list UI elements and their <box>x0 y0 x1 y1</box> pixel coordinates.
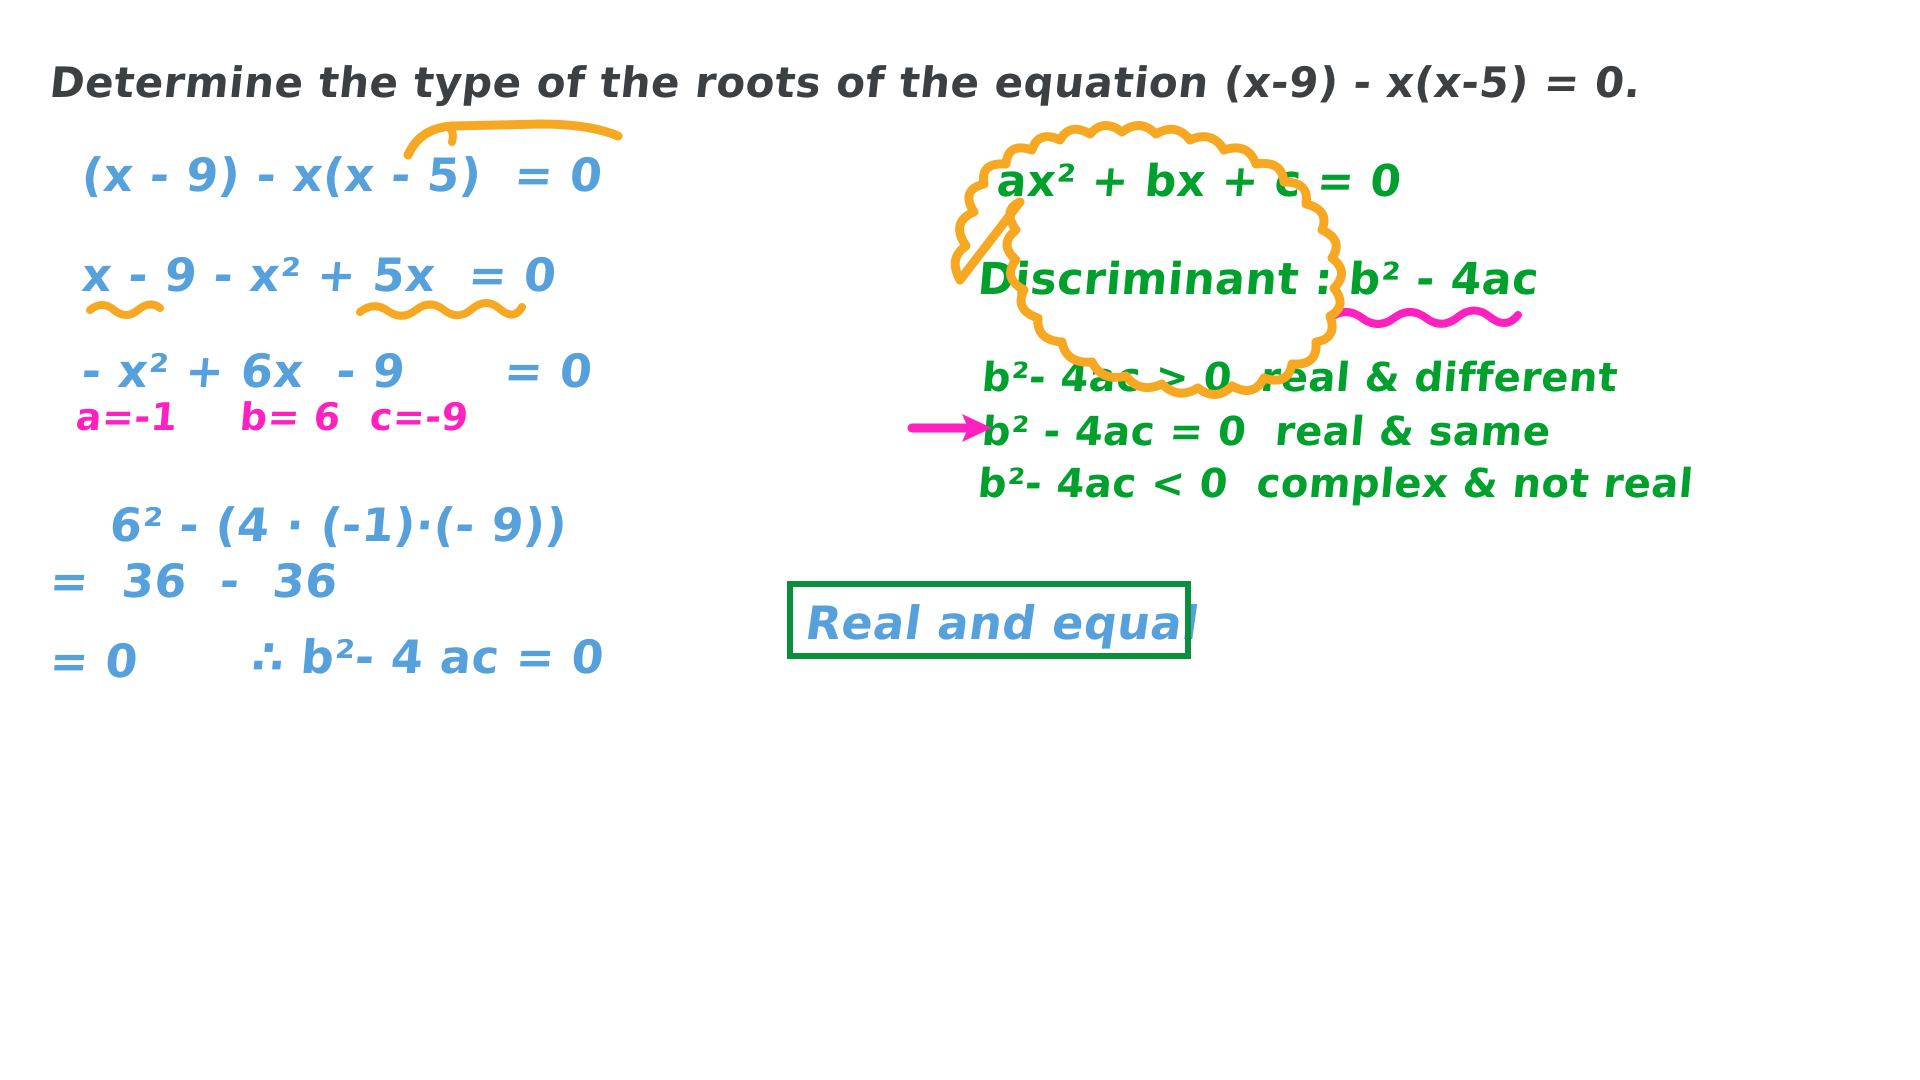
orange-squiggle-under-x <box>86 300 164 319</box>
work-line-1: (x - 9) - x(x - 5) = 0 <box>79 148 605 202</box>
discriminant-conclusion: ∴ b²- 4 ac = 0 <box>249 630 607 684</box>
orange-squiggle-under-5x <box>356 299 526 320</box>
discriminant-result: = 0 <box>47 634 141 688</box>
final-answer-text: Real and equal <box>802 596 1203 650</box>
discriminant-condition-zero: b² - 4ac = 0 real & same <box>979 409 1553 455</box>
orange-arc-tick <box>444 122 457 146</box>
coefficient-a-label: a=-1 <box>74 395 180 439</box>
pink-squiggle-under-discriminant <box>1326 306 1522 328</box>
general-quadratic-form: ax² + bx + c = 0 <box>994 156 1404 207</box>
discriminant-arithmetic: = 36 - 36 <box>47 554 341 608</box>
discriminant-definition: Discriminant : b² - 4ac <box>975 254 1542 305</box>
page-title: Determine the type of the roots of the e… <box>47 58 1644 107</box>
coefficient-b-label: b= 6 <box>238 395 343 439</box>
discriminant-condition-positive: b²- 4ac > 0 real & different <box>979 355 1620 401</box>
work-line-3: - x² + 6x - 9 = 0 <box>79 344 595 398</box>
discriminant-condition-negative: b²- 4ac < 0 complex & not real <box>975 461 1696 507</box>
discriminant-substitution: 6² - (4 · (-1)·(- 9)) <box>107 498 570 552</box>
coefficient-c-label: c=-9 <box>368 395 471 439</box>
work-line-2: x - 9 - x² + 5x = 0 <box>79 248 559 302</box>
